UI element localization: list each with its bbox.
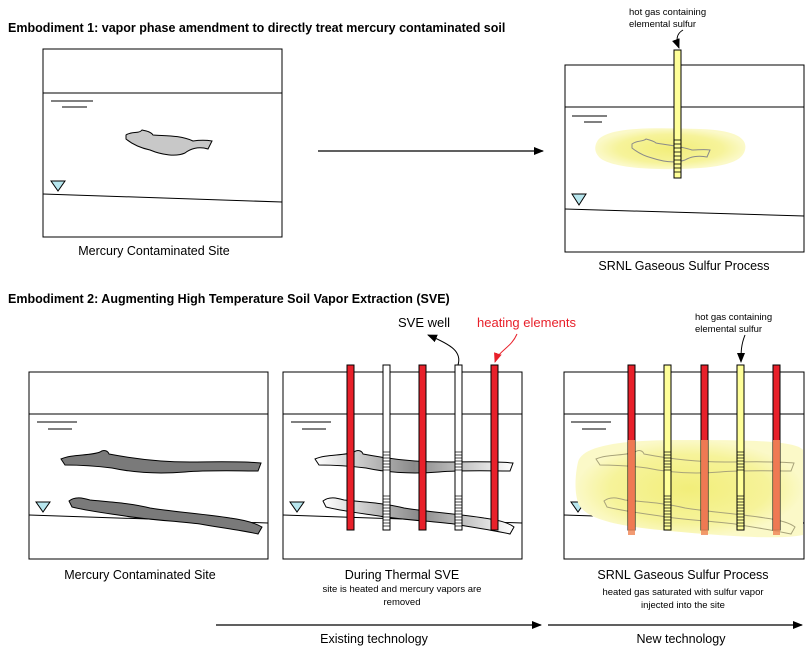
e1-left-caption: Mercury Contaminated Site bbox=[78, 244, 230, 258]
e2-site-panel bbox=[28, 371, 269, 560]
e2-panel1-caption: Mercury Contaminated Site bbox=[64, 568, 216, 582]
heating-element-overlay bbox=[773, 440, 780, 535]
e2-panel3-note-line1: heated gas saturated with sulfur vapor bbox=[602, 587, 763, 598]
e2-panel2-note-line2: removed bbox=[384, 597, 421, 608]
sulfur-plume bbox=[595, 128, 746, 170]
e2-panel2-note-line1: site is heated and mercury vapors are bbox=[323, 584, 482, 595]
heating-element-overlay bbox=[628, 440, 635, 535]
existing-technology-label: Existing technology bbox=[320, 632, 428, 646]
heating-element-overlay bbox=[701, 440, 708, 535]
sve-well-label: SVE well bbox=[398, 315, 450, 330]
e2-gas-label-line1: hot gas containing bbox=[695, 312, 772, 323]
sve-well-pointer-arrow bbox=[427, 334, 460, 366]
mercury-layer-upper bbox=[314, 450, 514, 474]
e2-gas-pointer-arrow bbox=[737, 334, 746, 363]
mercury-blob bbox=[125, 129, 213, 156]
sulfur-injection-well bbox=[673, 49, 682, 179]
water-table-icon bbox=[50, 180, 66, 192]
e2-panel2-caption: During Thermal SVE bbox=[345, 568, 459, 582]
e2-thermal-sve-panel bbox=[282, 364, 523, 560]
embodiment1-title: Embodiment 1: vapor phase amendment to d… bbox=[8, 21, 505, 35]
e1-right-caption: SRNL Gaseous Sulfur Process bbox=[598, 259, 769, 273]
e2-sulfur-process-panel bbox=[563, 364, 805, 560]
heating-element bbox=[346, 364, 355, 531]
heating-pointer-arrow bbox=[494, 333, 518, 363]
e2-panel3-note-line2: injected into the site bbox=[641, 600, 725, 611]
water-table-icon bbox=[571, 193, 587, 206]
mercury-blob bbox=[631, 138, 711, 163]
sulfur-injection-well bbox=[736, 364, 745, 531]
e2-panel3-caption: SRNL Gaseous Sulfur Process bbox=[597, 568, 768, 582]
heating-element bbox=[418, 364, 427, 531]
mercury-layer-upper bbox=[60, 450, 262, 474]
embodiment2-title: Embodiment 2: Augmenting High Temperatur… bbox=[8, 292, 450, 306]
e1-treated-panel bbox=[564, 49, 805, 253]
e2-gas-label-line2: elemental sulfur bbox=[695, 324, 762, 335]
mercury-layer-lower bbox=[68, 497, 263, 535]
new-technology-label: New technology bbox=[637, 632, 727, 646]
heating-elements-label: heating elements bbox=[477, 315, 577, 330]
mercury-layer-upper bbox=[595, 450, 795, 474]
sulfur-injection-well bbox=[663, 364, 672, 531]
e1-gas-label-line2: elemental sulfur bbox=[629, 19, 696, 30]
well-screens bbox=[383, 451, 744, 527]
water-table-icon bbox=[35, 501, 51, 513]
e1-gas-label-line1: hot gas containing bbox=[629, 7, 706, 18]
e1-gas-pointer-arrow bbox=[672, 29, 684, 49]
e1-site-panel bbox=[42, 48, 283, 238]
water-table-icon bbox=[289, 501, 305, 513]
heating-element bbox=[490, 364, 499, 531]
sve-well bbox=[382, 364, 391, 531]
well-screen bbox=[674, 139, 681, 173]
